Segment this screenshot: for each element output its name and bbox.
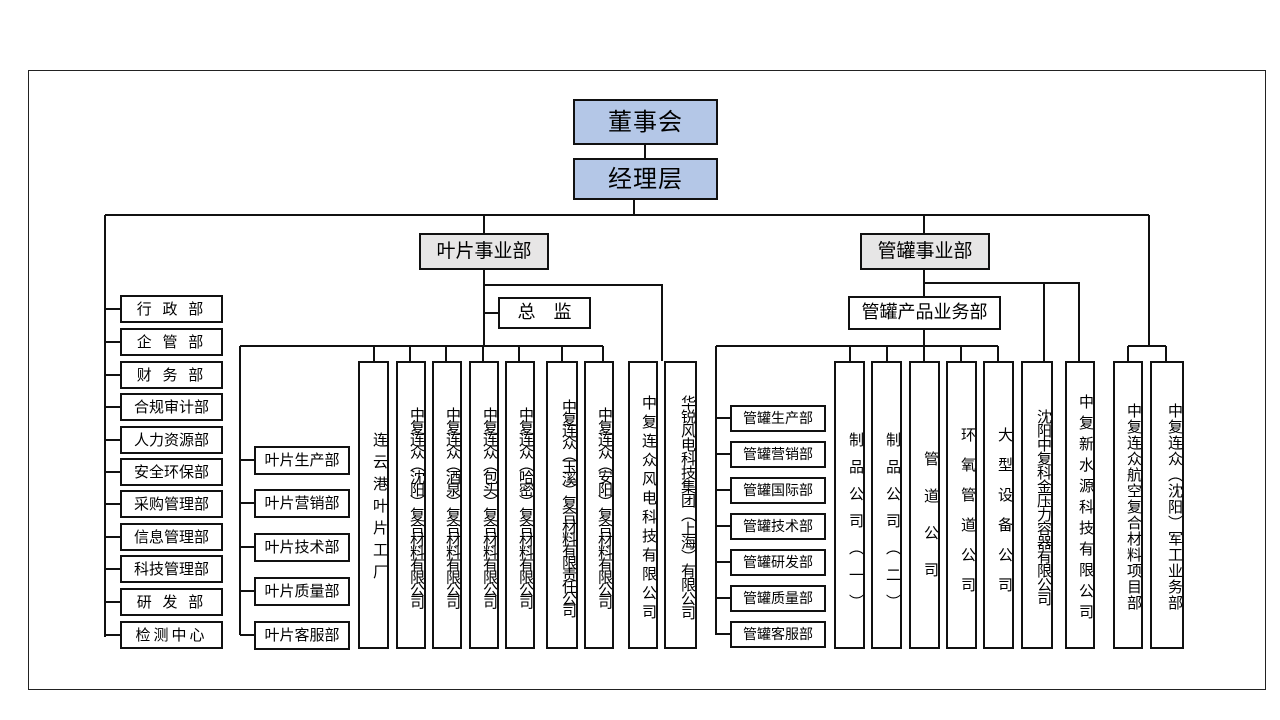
plant-shenyang: 中复连众（沈阳）复合材料有限公司 bbox=[396, 361, 426, 649]
tank-dept-quality: 管罐质量部 bbox=[730, 585, 826, 612]
staff-dept-safety-env: 安全环保部 bbox=[120, 458, 223, 486]
board-box: 董事会 bbox=[573, 99, 718, 145]
blade-division-label: 叶片事业部 bbox=[436, 240, 532, 262]
blade-division-box: 叶片事业部 bbox=[419, 233, 549, 270]
staff-dept-testing-center: 检测中心 bbox=[120, 621, 223, 649]
tank-dept-international: 管罐国际部 bbox=[730, 477, 826, 504]
staff-dept-compliance-audit: 合规审计部 bbox=[120, 393, 223, 421]
tank-business-unit-box: 管罐产品业务部 bbox=[848, 296, 1001, 330]
company-zhongfu-lianzhong-wind: 中复连众风电科技有限公司 bbox=[628, 361, 658, 649]
staff-dept-admin: 行 政 部 bbox=[120, 295, 223, 323]
staff-dept-tech-mgmt: 科技管理部 bbox=[120, 555, 223, 583]
company-large-equipment: 大型设备公司 bbox=[983, 361, 1014, 649]
company-products-1: 制品公司（一） bbox=[834, 361, 865, 649]
unit-aviation-composite-project: 中复连众航空复合材料项目部 bbox=[1113, 361, 1143, 649]
blade-dept-marketing: 叶片营销部 bbox=[254, 489, 350, 518]
tank-division-box: 管罐事业部 bbox=[860, 233, 990, 270]
company-pipeline: 管道公司 bbox=[909, 361, 940, 649]
management-box: 经理层 bbox=[573, 158, 718, 200]
director-box: 总 监 bbox=[498, 297, 591, 329]
blade-dept-quality: 叶片质量部 bbox=[254, 577, 350, 606]
staff-dept-enterprise-mgmt: 企 管 部 bbox=[120, 328, 223, 356]
staff-dept-rnd: 研 发 部 bbox=[120, 588, 223, 616]
director-label: 总 监 bbox=[517, 302, 572, 323]
tank-dept-marketing: 管罐营销部 bbox=[730, 441, 826, 468]
tank-dept-rnd: 管罐研发部 bbox=[730, 549, 826, 576]
blade-dept-customer-service: 叶片客服部 bbox=[254, 621, 350, 650]
board-label: 董事会 bbox=[608, 108, 683, 136]
staff-dept-hr: 人力资源部 bbox=[120, 426, 223, 454]
plant-baotou: 中复连众（包头）复合材料有限公司 bbox=[469, 361, 499, 649]
plant-anyang: 中复连众（安阳）复合材料有限公司 bbox=[584, 361, 614, 649]
blade-dept-technology: 叶片技术部 bbox=[254, 533, 350, 562]
staff-dept-it: 信息管理部 bbox=[120, 523, 223, 551]
tank-dept-technology: 管罐技术部 bbox=[730, 513, 826, 540]
tank-dept-customer-service: 管罐客服部 bbox=[730, 621, 826, 648]
blade-dept-production: 叶片生产部 bbox=[254, 446, 350, 475]
plant-yuxi: 中复连众（玉溪）复合材料有限责任公司 bbox=[546, 361, 578, 649]
company-shenyang-pressure-vessel: 沈阳中复科金压力容器有限公司 bbox=[1021, 361, 1053, 649]
company-sinovel-shanghai: 华锐风电科技集团（上海）有限公司 bbox=[664, 361, 697, 649]
plant-hami: 中复连众（哈密）复合材料有限公司 bbox=[505, 361, 535, 649]
management-label: 经理层 bbox=[608, 165, 683, 193]
tank-dept-production: 管罐生产部 bbox=[730, 405, 826, 432]
tank-business-unit-label: 管罐产品业务部 bbox=[861, 302, 988, 323]
staff-dept-procurement: 采购管理部 bbox=[120, 490, 223, 518]
tank-division-label: 管罐事业部 bbox=[877, 240, 973, 262]
plant-jiuquan: 中复连众（酒泉）复合材料有限公司 bbox=[432, 361, 462, 649]
staff-dept-finance: 财 务 部 bbox=[120, 361, 223, 389]
company-products-2: 制品公司（二） bbox=[871, 361, 902, 649]
unit-shenyang-military-business: 中复连众（沈阳）军工业务部 bbox=[1150, 361, 1184, 649]
plant-lianyungang: 连云港叶片工厂 bbox=[358, 361, 389, 649]
company-epoxy-pipeline: 环氧管道公司 bbox=[946, 361, 977, 649]
company-new-water-source: 中复新水源科技有限公司 bbox=[1065, 361, 1095, 649]
